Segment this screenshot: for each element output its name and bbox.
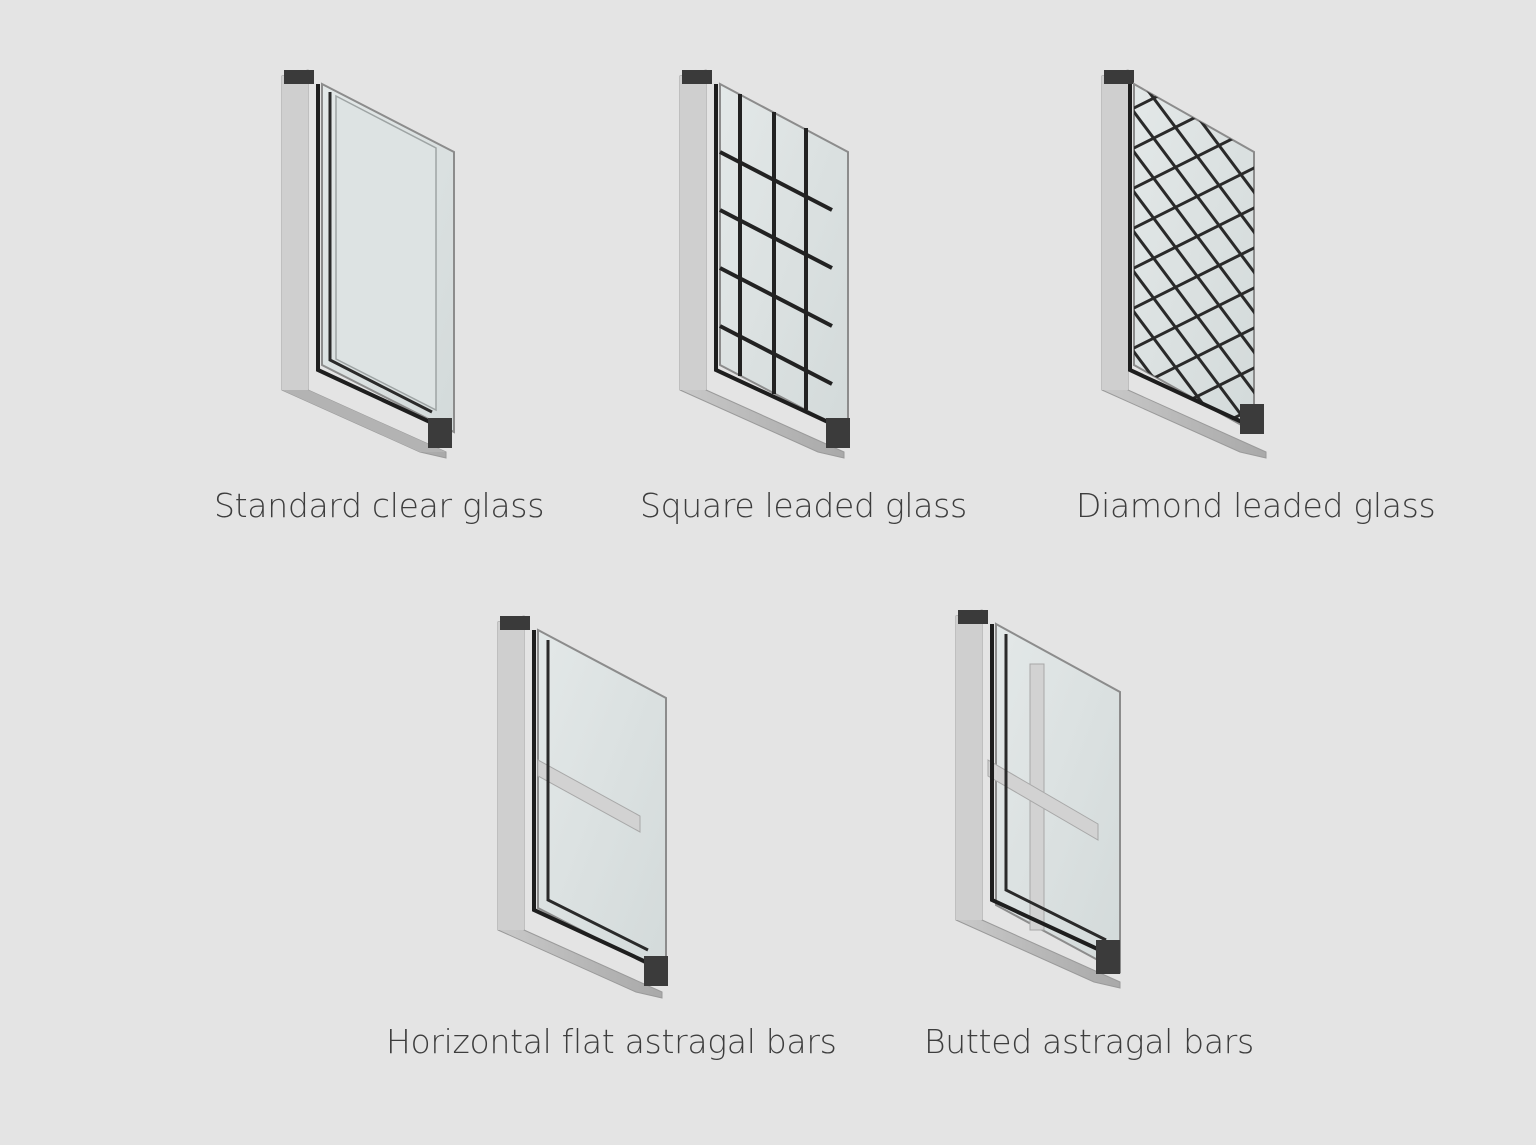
caption-butted-astragal-bars: Butted astragal bars — [924, 1022, 1254, 1061]
window-horizontal-flat-astragal-bars — [490, 610, 690, 1000]
window-butted-astragal-bars-illustration — [955, 609, 1121, 989]
window-butted-astragal-bars — [940, 600, 1140, 1000]
window-horizontal-flat-astragal-bars-illustration — [497, 615, 668, 999]
caption-square-leaded-glass: Square leaded glass — [640, 486, 967, 525]
window-square-leaded-glass — [676, 60, 896, 460]
window-standard-clear-glass-illustration — [281, 69, 455, 459]
window-diamond-leaded-glass — [1090, 60, 1290, 460]
window-standard-clear-glass — [260, 60, 480, 460]
caption-standard-clear-glass: Standard clear glass — [214, 486, 545, 525]
caption-horizontal-flat-astragal-bars: Horizontal flat astragal bars — [386, 1022, 837, 1061]
caption-diamond-leaded-glass: Diamond leaded glass — [1076, 486, 1436, 525]
window-square-leaded-glass-illustration — [679, 69, 850, 459]
window-diamond-leaded-glass-illustration — [1101, 69, 1267, 459]
